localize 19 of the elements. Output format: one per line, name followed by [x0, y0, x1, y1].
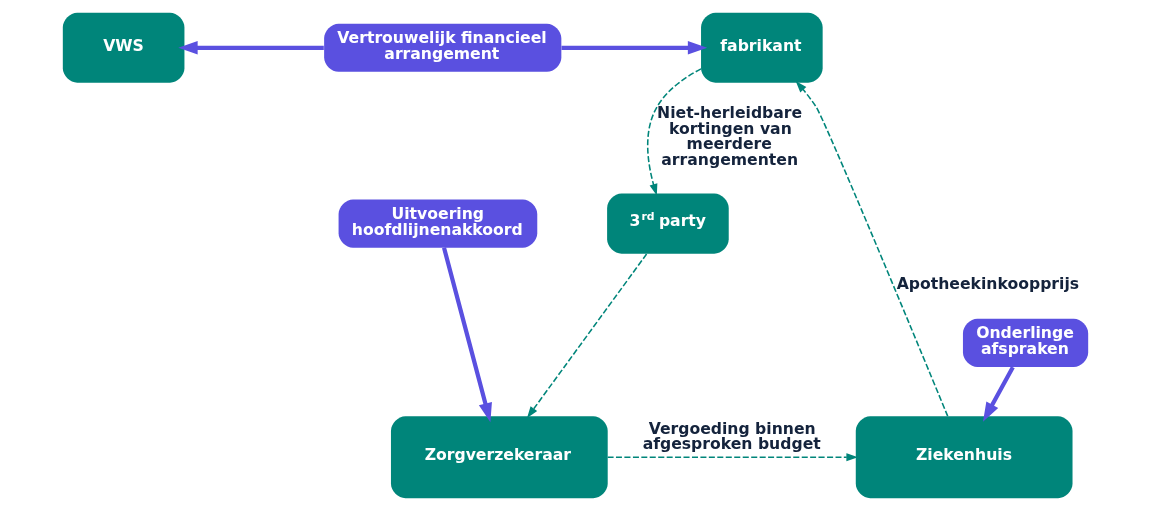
- edge-label: Niet-herleidbare kortingen van meerdere arrangementen: [657, 103, 803, 170]
- node-box: Ziekenhuis: [855, 416, 1073, 499]
- arrow: [442, 247, 492, 423]
- arrow: [795, 80, 949, 417]
- node-box: Zorgverzekeraar: [390, 416, 608, 499]
- node-box: Onderlinge afspraken: [962, 318, 1089, 367]
- node-box: Uitvoering hoofdlijnenakkoord: [338, 199, 538, 248]
- node-box: VWS: [62, 12, 185, 83]
- arrow: [527, 253, 648, 419]
- edge-label: Vergoeding binnen afgesproken budget: [642, 418, 821, 454]
- edge-label: Apotheekinkoopprijs: [896, 274, 1080, 294]
- node-box: Vertrouwelijk financieel arrangement: [324, 23, 562, 72]
- node-box: fabrikant: [701, 12, 823, 83]
- arrow: [561, 41, 708, 55]
- arrow: [178, 41, 324, 55]
- arrow: [646, 68, 702, 196]
- node-box: 3$^{rd}$ party: [607, 193, 729, 254]
- arrow: [606, 453, 858, 462]
- arrow: [983, 366, 1015, 422]
